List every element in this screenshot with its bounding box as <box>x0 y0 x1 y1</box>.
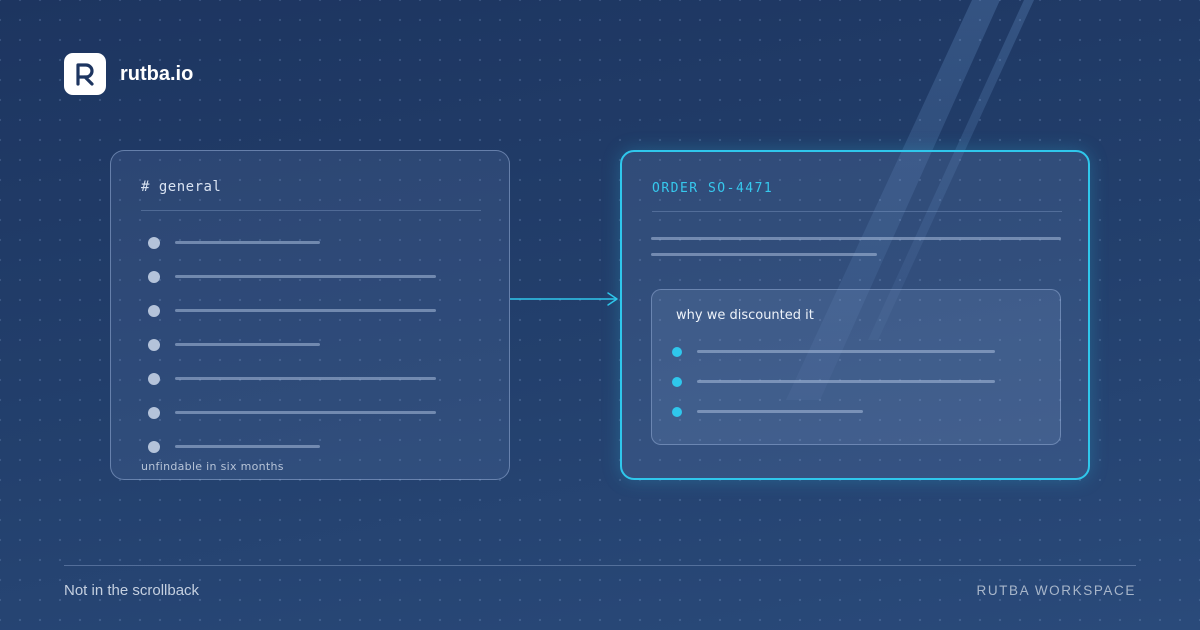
order-divider <box>652 211 1062 212</box>
channel-name: # general <box>141 179 222 195</box>
message-avatar <box>148 373 160 385</box>
note-bullet <box>672 407 682 417</box>
message-placeholder <box>175 377 436 380</box>
message-avatar <box>148 237 160 249</box>
message-avatar <box>148 271 160 283</box>
channel-divider <box>141 210 481 211</box>
message-avatar <box>148 441 160 453</box>
note-bullet <box>672 347 682 357</box>
message-placeholder <box>175 275 436 278</box>
brand-name: rutba.io <box>120 63 194 85</box>
brand-logo[interactable] <box>64 53 106 95</box>
channel-panel: # general unfindable in six months <box>110 150 510 480</box>
note-item-placeholder <box>697 380 995 383</box>
note-title: why we discounted it <box>676 308 814 323</box>
message-avatar <box>148 407 160 419</box>
message-avatar <box>148 339 160 351</box>
footer-divider <box>64 565 1136 566</box>
message-placeholder <box>175 309 436 312</box>
order-title: ORDER SO-4471 <box>652 181 774 196</box>
message-placeholder <box>175 445 320 448</box>
message-placeholder <box>175 343 320 346</box>
logo-r-icon <box>76 63 94 86</box>
footer-tagline: Not in the scrollback <box>64 582 200 599</box>
message-avatar <box>148 305 160 317</box>
footer-workspace-label: RUTBA WORKSPACE <box>976 583 1136 598</box>
order-panel[interactable]: ORDER SO-4471 why we discounted it <box>620 150 1090 480</box>
order-detail-placeholder <box>651 253 877 256</box>
channel-footnote: unfindable in six months <box>141 460 284 473</box>
note-item-placeholder <box>697 410 863 413</box>
message-placeholder <box>175 241 320 244</box>
order-detail-placeholder <box>651 237 1061 240</box>
note-item-placeholder <box>697 350 995 353</box>
message-placeholder <box>175 411 436 414</box>
discount-note-card[interactable]: why we discounted it <box>651 289 1061 445</box>
note-bullet <box>672 377 682 387</box>
